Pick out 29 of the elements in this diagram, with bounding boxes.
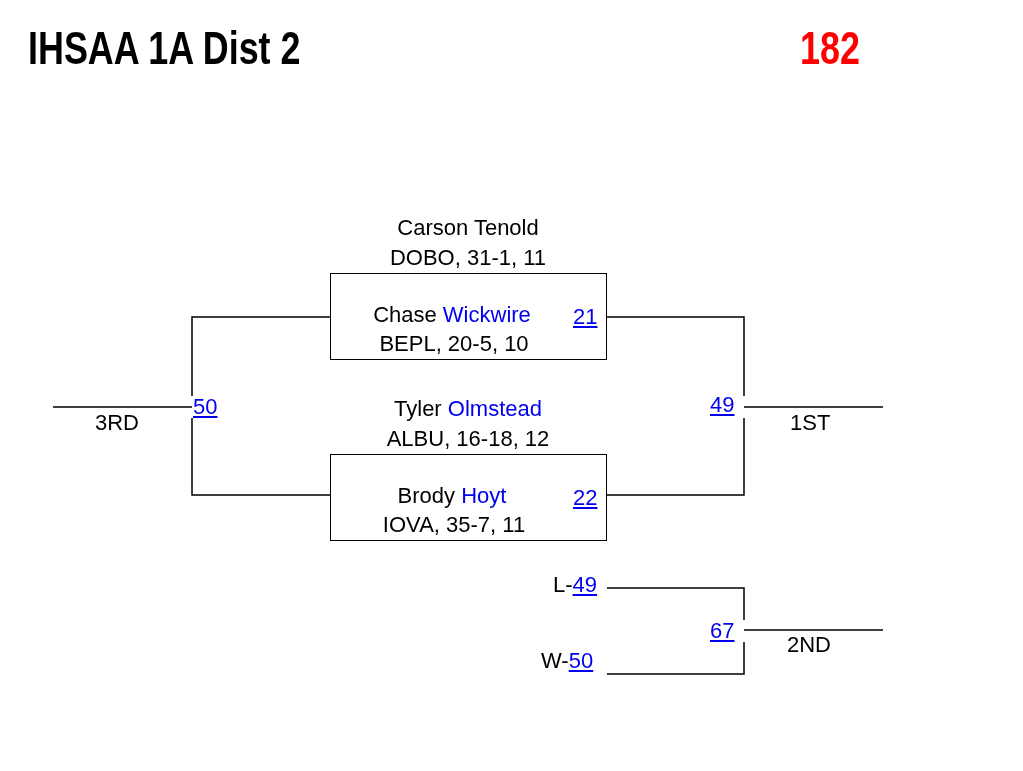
match-reference: W-50 [541,648,594,674]
bracket-line [191,417,331,496]
match-reference: L-49 [553,572,598,598]
wrestler-record: IOVA, 35-7, 11 [382,512,526,538]
wrestler-record: BEPL, 20-5, 10 [379,331,529,357]
wrestler-record: DOBO, 31-1, 11 [389,245,547,271]
placement-label: 1ST [790,410,831,436]
wrestler-name: Chase Wickwire [373,302,531,328]
match-number: 21 [573,304,598,330]
wrestler-name: Tyler Olmstead [394,396,542,422]
bracket-title: IHSAA 1A Dist 2 [28,22,301,74]
match-number: 49 [710,392,735,418]
bracket-line [52,406,193,408]
bracket-line [743,406,884,408]
bracket-line [606,417,745,496]
match-number: 67 [710,618,735,644]
placement-label: 2ND [787,632,831,658]
bracket-line [606,587,745,621]
wrestler-name: Carson Tenold [397,215,539,241]
wrestler-record: ALBU, 16-18, 12 [386,426,550,452]
match-number: 50 [193,394,218,420]
match-number: 22 [573,485,598,511]
bracket-line [191,316,331,397]
bracket-line [743,629,884,631]
wrestler-name: Brody Hoyt [397,483,507,509]
bracket-line [606,641,745,675]
weight-class: 182 [800,22,860,74]
placement-label: 3RD [95,410,139,436]
bracket-line [606,316,745,397]
